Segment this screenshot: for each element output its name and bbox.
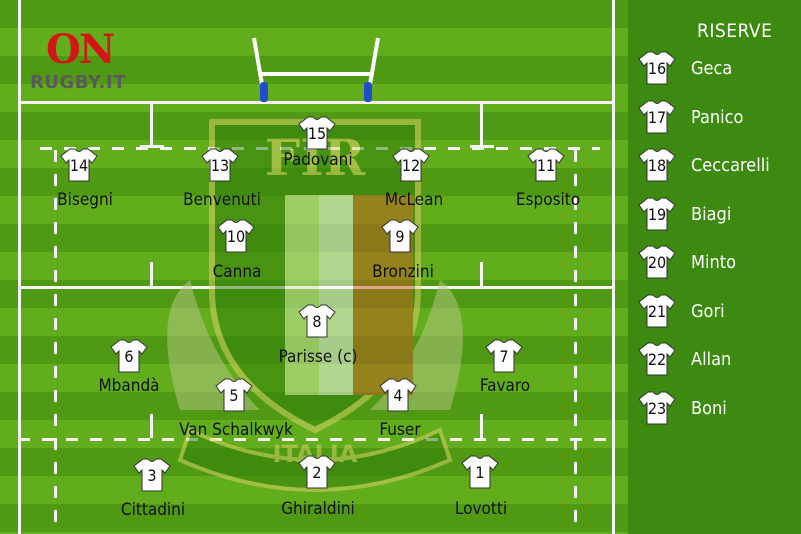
bench-player-name: Gori <box>691 300 725 322</box>
dashed-line-left <box>54 150 57 534</box>
player-name: Padovani <box>283 150 353 170</box>
jersey-number: 3 <box>147 466 157 485</box>
player-name: Bisegni <box>57 190 113 210</box>
player-name: Favaro <box>479 376 531 396</box>
jersey-number: 15 <box>307 124 327 143</box>
jersey-number: 12 <box>401 156 421 175</box>
bench-jersey-19: 19 <box>638 196 676 232</box>
jersey-9: 9 <box>381 218 419 254</box>
bench-player-name: Biagi <box>691 203 732 225</box>
jersey-number: 14 <box>69 156 89 175</box>
marker-right-foot <box>470 145 494 148</box>
jersey-12: 12 <box>392 147 430 183</box>
jersey-number: 20 <box>647 253 667 272</box>
marker-left-foot <box>140 145 164 148</box>
bench-jersey-18: 18 <box>638 147 676 183</box>
bench-title: RISERVE <box>697 20 773 42</box>
jersey-2: 2 <box>298 454 336 490</box>
bench-jersey-17: 17 <box>638 99 676 135</box>
tick-left-10 <box>150 262 153 286</box>
jersey-1: 1 <box>461 454 499 490</box>
bench-jersey-16: 16 <box>638 50 676 86</box>
jersey-number: 4 <box>393 386 403 405</box>
jersey-13: 13 <box>201 147 239 183</box>
bench-player-name: Allan <box>691 349 732 370</box>
dashed-line-right <box>574 150 577 534</box>
bench-player-name: Geca <box>691 58 733 79</box>
jersey-number: 22 <box>647 350 667 369</box>
jersey-number: 17 <box>647 107 667 127</box>
player-name: Van Schalkwyk <box>179 420 293 440</box>
jersey-number: 11 <box>536 156 556 175</box>
jersey-number: 13 <box>210 156 230 175</box>
marker-left <box>150 104 153 148</box>
player-name: Mbandà <box>98 376 160 396</box>
jersey-number: 21 <box>647 301 667 321</box>
bench-player-name: Boni <box>691 397 727 419</box>
goal-posts <box>252 37 380 102</box>
jersey-4: 4 <box>379 377 417 413</box>
bench-player-name: Ceccarelli <box>691 155 770 176</box>
jersey-number: 9 <box>395 227 405 246</box>
bench-jersey-21: 21 <box>638 293 676 329</box>
tick-right-22 <box>480 414 483 438</box>
dashed-line-bottom <box>18 438 615 441</box>
jersey-number: 23 <box>647 398 667 418</box>
bench-jersey-23: 23 <box>638 390 676 426</box>
bench-player-name: Minto <box>691 252 736 273</box>
player-name: Benvenuti <box>183 190 261 210</box>
jersey-number: 2 <box>312 463 322 482</box>
jersey-number: 6 <box>124 347 134 366</box>
touchline-left <box>18 0 21 534</box>
jersey-8: 8 <box>298 303 336 339</box>
logo-site: RUGBY.IT <box>30 72 126 93</box>
touchline-right <box>612 0 615 534</box>
jersey-11: 11 <box>527 147 565 183</box>
tick-right-10 <box>480 262 483 286</box>
jersey-number: 16 <box>647 59 667 78</box>
bench-jersey-20: 20 <box>638 244 676 280</box>
player-name: Fuser <box>379 420 421 440</box>
player-name: McLean <box>384 190 444 210</box>
player-name: Lovotti <box>454 499 508 519</box>
player-name: Ghiraldini <box>281 499 355 519</box>
jersey-5: 5 <box>215 377 253 413</box>
jersey-7: 7 <box>485 338 523 374</box>
jersey-number: 8 <box>312 312 322 331</box>
jersey-number: 19 <box>647 204 667 224</box>
player-name: Cittadini <box>120 500 186 520</box>
bench-player-name: Panico <box>691 106 744 128</box>
jersey-number: 5 <box>229 386 239 405</box>
player-name: Canna <box>212 262 262 282</box>
jersey-3: 3 <box>133 457 171 493</box>
try-line <box>18 101 615 104</box>
marker-right <box>480 104 483 148</box>
jersey-15: 15 <box>298 115 336 151</box>
player-name: Bronzini <box>372 262 434 282</box>
jersey-6: 6 <box>110 338 148 374</box>
logo-on: ON <box>46 26 115 73</box>
player-name: Parisse (c) <box>278 347 358 367</box>
player-name: Esposito <box>515 190 581 210</box>
jersey-number: 18 <box>647 156 667 175</box>
jersey-10: 10 <box>217 218 255 254</box>
fir-emblem: FIR ITALIA <box>167 119 463 492</box>
jersey-number: 1 <box>475 463 485 482</box>
jersey-number: 7 <box>499 347 509 366</box>
tick-left-22 <box>150 414 153 438</box>
jersey-14: 14 <box>60 147 98 183</box>
jersey-number: 10 <box>226 227 246 246</box>
bench-jersey-22: 22 <box>638 341 676 377</box>
